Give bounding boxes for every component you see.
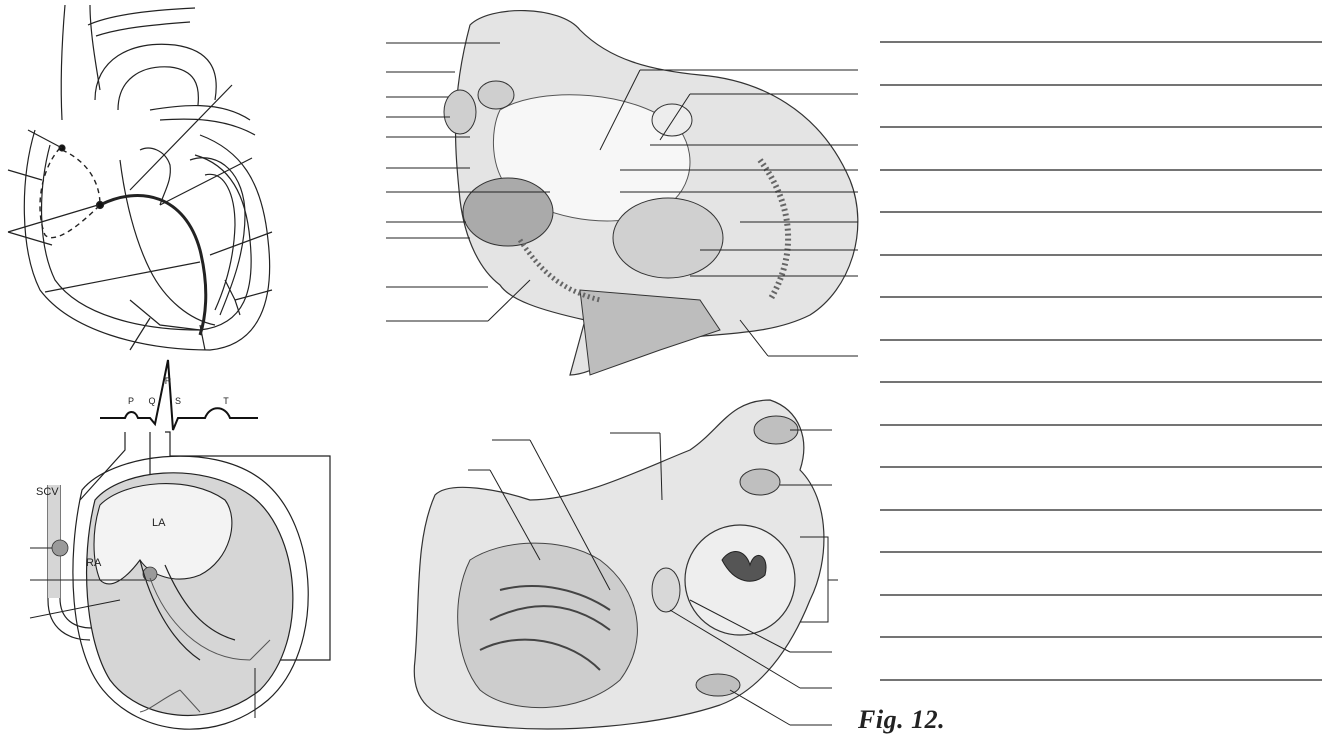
ecg-label-s: S [175, 396, 181, 406]
chamber-label-ra: RA [86, 557, 102, 569]
ventricle-cavity [613, 198, 723, 278]
internodal-pathway-2 [62, 150, 100, 205]
ecg-label-t: T [223, 396, 229, 406]
chamber-label-scv: SCV [36, 486, 59, 498]
internodal-pathway [40, 148, 100, 238]
ecg-label-q: Q [148, 396, 155, 406]
left-ventricle-wall [190, 158, 245, 315]
pulmonary-trunk-inner [160, 119, 255, 135]
heart-section-top [386, 11, 858, 375]
valve-leaflet [652, 568, 680, 612]
vessel-top-inner [96, 22, 190, 36]
leader-line [8, 170, 42, 180]
bundle-of-his [100, 195, 206, 335]
vessel-ring-2 [444, 90, 476, 134]
trabeculae-region [580, 290, 720, 375]
aortic-arch-inner [118, 67, 198, 110]
ecg-chamber-diagram: P Q R S T SCV LA RA [30, 360, 330, 729]
conduction-system-diagram [8, 5, 272, 350]
ecg-trace [100, 360, 258, 430]
svc-outline-inner [90, 5, 100, 90]
leader-line [8, 205, 98, 232]
answer-lines [880, 42, 1322, 680]
ecg-label-r: R [165, 376, 172, 386]
valve-orifice [463, 178, 553, 246]
aortic-valve-top [652, 104, 692, 136]
leader-line [45, 262, 200, 292]
vessel-ring-5 [696, 674, 740, 696]
leader-line [130, 85, 232, 190]
ecg-label-p: P [128, 396, 134, 406]
sa-node-dot [52, 540, 68, 556]
left-ventricle-inner [205, 174, 235, 310]
aortic-root [685, 525, 795, 635]
heart-section-bottom [414, 400, 838, 729]
vessel-ring-1 [478, 81, 514, 109]
vessel-ring-4 [740, 469, 780, 495]
leader-line [8, 232, 52, 245]
figure-caption: Fig. 12. [858, 705, 945, 735]
svc-outline [61, 5, 65, 120]
leader-line [730, 690, 790, 725]
chamber-label-la: LA [152, 517, 166, 529]
